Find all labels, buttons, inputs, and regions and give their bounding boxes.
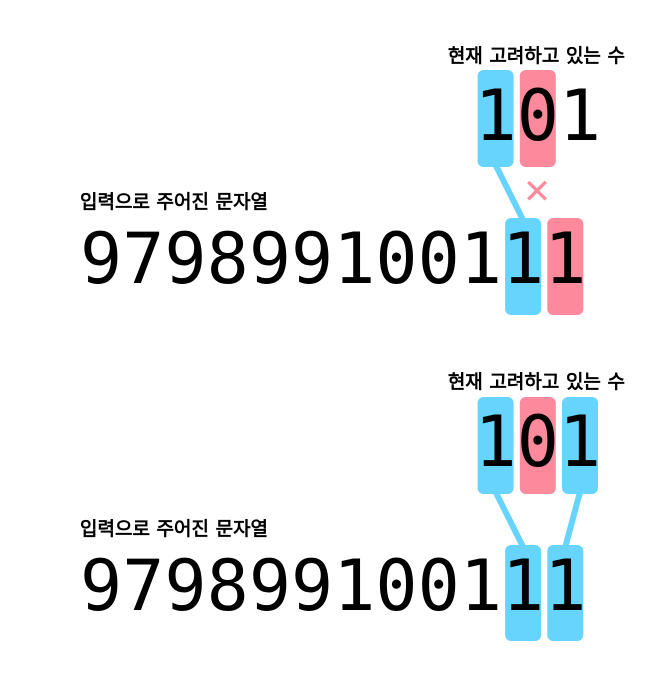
mismatch-highlight-box xyxy=(519,70,556,167)
match-highlight-box xyxy=(505,545,542,641)
input-digit: 1 xyxy=(460,545,502,627)
input-digit: 8 xyxy=(207,218,249,300)
current-number-label: 현재 고려하고 있는 수 xyxy=(448,371,625,393)
connector-line xyxy=(492,489,527,550)
connector-line xyxy=(492,162,527,223)
input-digit: 7 xyxy=(122,545,164,627)
input-highlights xyxy=(505,545,584,641)
current-digit: 1 xyxy=(559,75,601,157)
input-digit: 9 xyxy=(291,545,333,627)
mismatch-mark: ✕ xyxy=(523,172,552,212)
input-digit: 1 xyxy=(333,545,375,627)
match-highlight-box xyxy=(562,397,598,494)
input-digit: 9 xyxy=(80,545,122,627)
input-digit: 9 xyxy=(249,545,291,627)
current-digit: 1 xyxy=(559,401,601,483)
input-digit: 9 xyxy=(80,218,122,300)
current-highlights xyxy=(477,397,598,494)
input-digit: 1 xyxy=(460,218,502,300)
mismatch-highlight-box xyxy=(519,397,556,494)
input-highlights xyxy=(505,218,584,315)
input-digit: 9 xyxy=(164,218,206,300)
input-digit: 1 xyxy=(544,218,586,300)
input-digit: 1 xyxy=(502,545,544,627)
input-digit: 8 xyxy=(207,545,249,627)
input-digit: 0 xyxy=(375,545,417,627)
match-highlight-box xyxy=(547,545,584,641)
connectors xyxy=(492,162,527,223)
connectors xyxy=(492,489,583,550)
input-string-label: 입력으로 주어진 문자열 xyxy=(80,191,268,213)
input-digit: 9 xyxy=(249,218,291,300)
input-digit: 9 xyxy=(291,218,333,300)
current-digit: 0 xyxy=(517,401,559,483)
current-digit: 1 xyxy=(475,401,517,483)
input-digit: 0 xyxy=(418,545,460,627)
current-digit: 1 xyxy=(475,75,517,157)
match-highlight-box xyxy=(505,218,542,315)
current-number-label: 현재 고려하고 있는 수 xyxy=(448,45,625,67)
input-digit: 0 xyxy=(418,218,460,300)
match-highlight-box xyxy=(477,397,514,494)
input-digit: 1 xyxy=(333,218,375,300)
current-highlights xyxy=(477,70,556,167)
input-string-label: 입력으로 주어진 문자열 xyxy=(80,518,268,540)
current-digit: 0 xyxy=(517,75,559,157)
match-highlight-box xyxy=(477,70,514,167)
input-digit: 1 xyxy=(502,218,544,300)
input-digit: 7 xyxy=(122,218,164,300)
input-digit: 1 xyxy=(544,545,586,627)
input-digit: 9 xyxy=(164,545,206,627)
connector-line xyxy=(562,489,583,550)
input-digit: 0 xyxy=(375,218,417,300)
mismatch-highlight-box xyxy=(547,218,584,315)
